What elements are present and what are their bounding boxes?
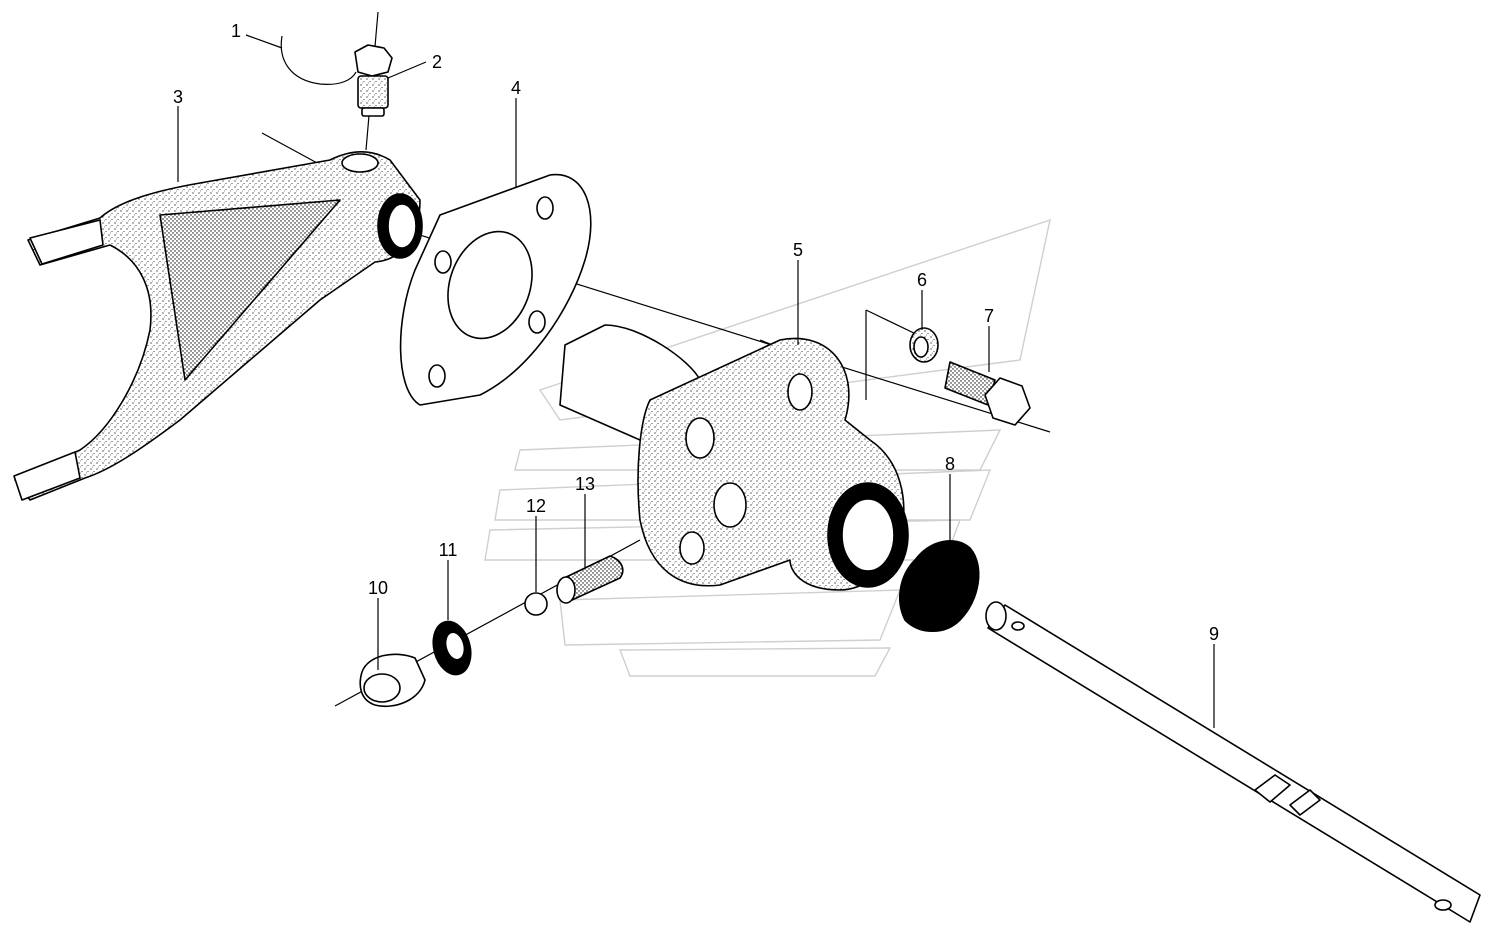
hex-bolt-part: [944, 361, 1031, 426]
callout-2: 2: [432, 52, 442, 72]
wire-part: [280, 35, 357, 85]
callout-4: 4: [511, 78, 521, 98]
gasket-part: [399, 173, 592, 406]
callout-3: 3: [173, 87, 183, 107]
callout-9: 9: [1209, 624, 1219, 644]
housing-part: [559, 324, 909, 591]
callout-labels: 1 2 3 4 5 6 7 8 9 10 11 12 13: [173, 21, 1219, 644]
seal-ring-part: [432, 620, 472, 676]
plug-part: [359, 653, 426, 707]
ball-part: [524, 592, 548, 616]
callout-13: 13: [575, 474, 595, 494]
callout-8: 8: [945, 454, 955, 474]
callout-7: 7: [984, 306, 994, 326]
bolt-part: [354, 44, 393, 117]
callout-1: 1: [231, 21, 241, 41]
shaft-part: [985, 601, 1481, 923]
callout-6: 6: [917, 270, 927, 290]
washer-part: [909, 327, 939, 363]
bushing-part: [899, 540, 980, 632]
callout-5: 5: [793, 240, 803, 260]
callout-10: 10: [368, 578, 388, 598]
callout-12: 12: [526, 496, 546, 516]
callout-11: 11: [439, 540, 458, 560]
leader-lines: [177, 34, 1215, 728]
shift-fork-part: [13, 150, 423, 501]
spring-part: [556, 555, 624, 604]
